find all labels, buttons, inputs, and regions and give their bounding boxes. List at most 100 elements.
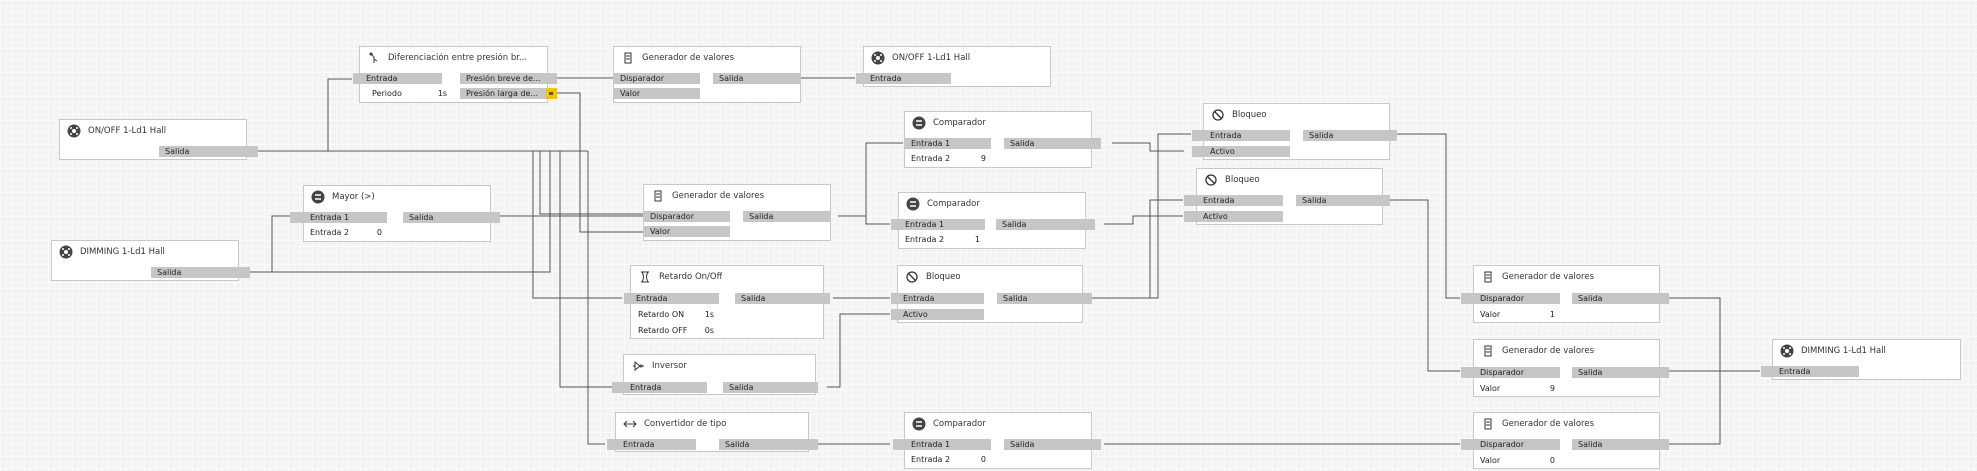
output-port[interactable]: Salida — [1296, 195, 1390, 206]
generator-icon — [650, 188, 666, 204]
output-port[interactable]: Salida — [719, 439, 818, 450]
highlight-marker — [546, 88, 557, 99]
block-icon — [904, 269, 920, 285]
input-port[interactable]: Entrada — [612, 382, 707, 393]
input-port[interactable]: Activo — [1184, 211, 1283, 222]
block-icon — [1203, 172, 1219, 188]
output-port[interactable]: Salida — [403, 212, 500, 223]
output-port[interactable]: Salida — [723, 382, 818, 393]
node-bloqueo-2[interactable]: Bloqueo Entrada Activo Salida — [1184, 168, 1390, 225]
input-port[interactable]: Entrada — [1192, 130, 1290, 141]
output-port[interactable]: Salida — [997, 293, 1092, 304]
port-value: 0 — [376, 228, 382, 237]
input-port-value[interactable]: Valor 9 — [1461, 383, 1560, 394]
input-port[interactable]: Activo — [891, 309, 984, 320]
input-port[interactable]: Disparador — [644, 211, 730, 222]
bulb-icon — [1779, 343, 1795, 359]
port-label: Entrada 2 — [905, 235, 945, 244]
input-port[interactable]: Entrada — [353, 73, 442, 84]
port-value: 9 — [980, 154, 986, 163]
node-dimming-source[interactable]: DIMMING 1-Ld1 Hall Salida — [51, 240, 250, 281]
output-port[interactable]: Salida — [735, 293, 830, 304]
input-port[interactable]: Entrada 1 — [891, 219, 985, 230]
output-port[interactable]: Salida — [743, 211, 830, 222]
node-onoff-source[interactable]: ON/OFF 1-Ld1 Hall Salida — [59, 119, 258, 160]
output-port[interactable]: Salida — [1572, 293, 1669, 304]
input-port[interactable]: Disparador — [1461, 439, 1560, 450]
port-value: 9 — [1549, 384, 1555, 393]
node-diferenciacion[interactable]: Diferenciación entre presión br... Entra… — [353, 46, 557, 103]
param-label: Retardo ON — [638, 310, 685, 319]
node-title: Bloqueo — [1232, 110, 1267, 120]
output-port[interactable]: Salida — [151, 267, 250, 278]
node-title: Retardo On/Off — [659, 272, 723, 282]
port-label: Valor — [1480, 384, 1501, 393]
output-port[interactable]: Salida — [1303, 130, 1397, 141]
output-port[interactable]: Salida — [1004, 439, 1101, 450]
input-port[interactable]: Entrada 1 — [290, 212, 387, 223]
output-port[interactable]: Salida — [1572, 367, 1669, 378]
node-generador-mid[interactable]: Generador de valores Disparador Valor Sa… — [643, 184, 831, 241]
input-port[interactable]: Disparador — [1461, 293, 1560, 304]
converter-icon — [622, 416, 638, 432]
node-title: Generador de valores — [642, 53, 735, 63]
node-onoff-destination[interactable]: ON/OFF 1-Ld1 Hall Entrada — [856, 46, 1051, 87]
node-inversor[interactable]: Inversor Entrada Salida — [612, 354, 818, 395]
input-port-value[interactable]: Valor 0 — [1461, 455, 1560, 466]
output-port[interactable]: Salida — [996, 219, 1095, 230]
node-title: ON/OFF 1-Ld1 Hall — [88, 126, 167, 136]
input-port[interactable]: Valor — [614, 88, 700, 99]
input-port[interactable]: Entrada 1 — [905, 138, 991, 149]
node-convertidor[interactable]: Convertidor de tipo Entrada Salida — [607, 412, 818, 452]
wire — [838, 215, 890, 225]
output-port[interactable]: Presión breve de... — [460, 73, 557, 84]
equals-icon — [911, 416, 927, 432]
node-title: DIMMING 1-Ld1 Hall — [80, 247, 165, 257]
input-port[interactable]: Entrada — [856, 73, 951, 84]
wire — [838, 142, 903, 217]
input-port[interactable]: Entrada — [891, 293, 984, 304]
output-port[interactable]: Salida — [159, 146, 258, 157]
input-port-value[interactable]: Entrada 2 1 — [891, 234, 985, 245]
input-port[interactable]: Entrada — [1184, 195, 1283, 206]
output-port[interactable]: Salida — [1572, 439, 1669, 450]
node-bloqueo-1[interactable]: Bloqueo Entrada Activo Salida — [1192, 103, 1397, 160]
generator-icon — [1480, 269, 1496, 285]
input-port[interactable]: Activo — [1192, 146, 1290, 157]
port-value: 1 — [974, 235, 980, 244]
input-port[interactable]: Disparador — [614, 73, 700, 84]
output-port[interactable]: Salida — [713, 73, 800, 84]
node-title: Bloqueo — [926, 272, 961, 282]
generator-icon — [1480, 416, 1496, 432]
output-port[interactable]: Salida — [1004, 138, 1101, 149]
node-dimming-destination[interactable]: DIMMING 1-Ld1 Hall Entrada — [1761, 339, 1961, 380]
node-bloqueo-mid[interactable]: Bloqueo Entrada Activo Salida — [891, 265, 1092, 323]
generator-icon — [1480, 343, 1496, 359]
compare-icon — [310, 189, 326, 205]
node-generador-top[interactable]: Generador de valores Disparador Valor Sa… — [613, 46, 801, 103]
port-value: 0 — [1549, 456, 1555, 465]
port-label: Valor — [1480, 456, 1501, 465]
input-port[interactable]: Disparador — [1461, 367, 1560, 378]
input-port[interactable]: Entrada — [624, 293, 719, 304]
input-port[interactable]: Entrada — [607, 439, 696, 450]
input-port[interactable]: Valor — [644, 226, 730, 237]
input-port[interactable]: Entrada 1 — [893, 439, 991, 450]
input-port[interactable]: Entrada — [1761, 366, 1859, 377]
output-port[interactable]: Presión larga de... — [460, 88, 557, 99]
